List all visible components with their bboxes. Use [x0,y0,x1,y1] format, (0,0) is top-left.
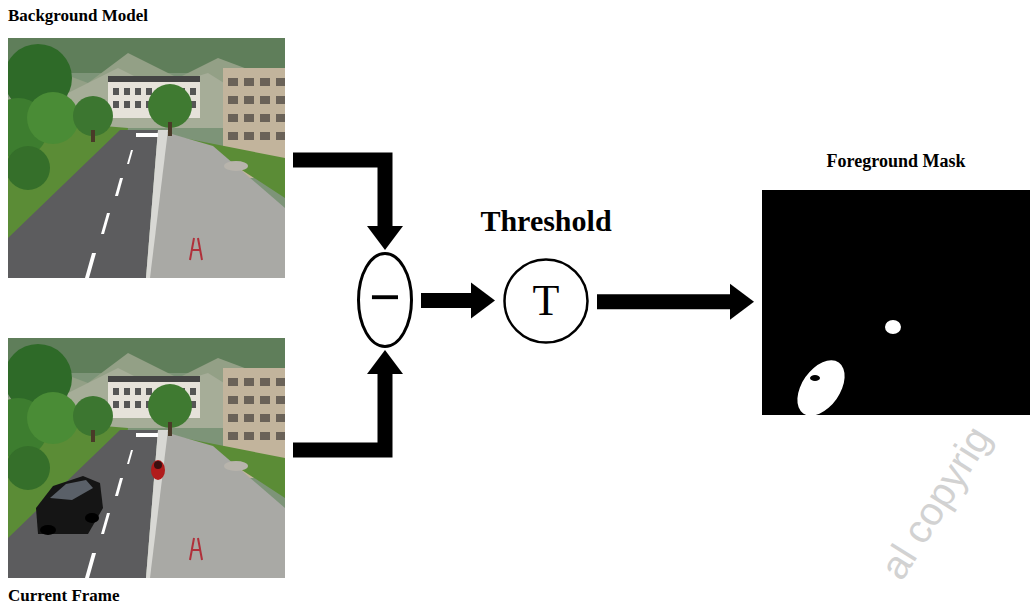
panel-title: Current Frame [8,586,120,606]
flow-arrow [293,350,403,450]
threshold-operator: ThresholdT [503,258,589,344]
operator-title: Threshold [480,204,611,238]
subtract-operator: − [357,252,413,348]
operator-symbol: − [369,269,401,325]
image-panel: Background Model [8,38,285,278]
flow-arrow [421,283,495,319]
operator-symbol: T [533,279,560,323]
panel-title: Foreground Mask [827,151,966,172]
image-panel: Current Frame [8,338,285,578]
flow-arrow [293,160,403,250]
mask-panel: Foreground Mask [762,190,1030,415]
flow-arrow [597,284,754,320]
panel-title: Background Model [8,6,148,26]
watermark: al copyrig [871,418,1000,587]
